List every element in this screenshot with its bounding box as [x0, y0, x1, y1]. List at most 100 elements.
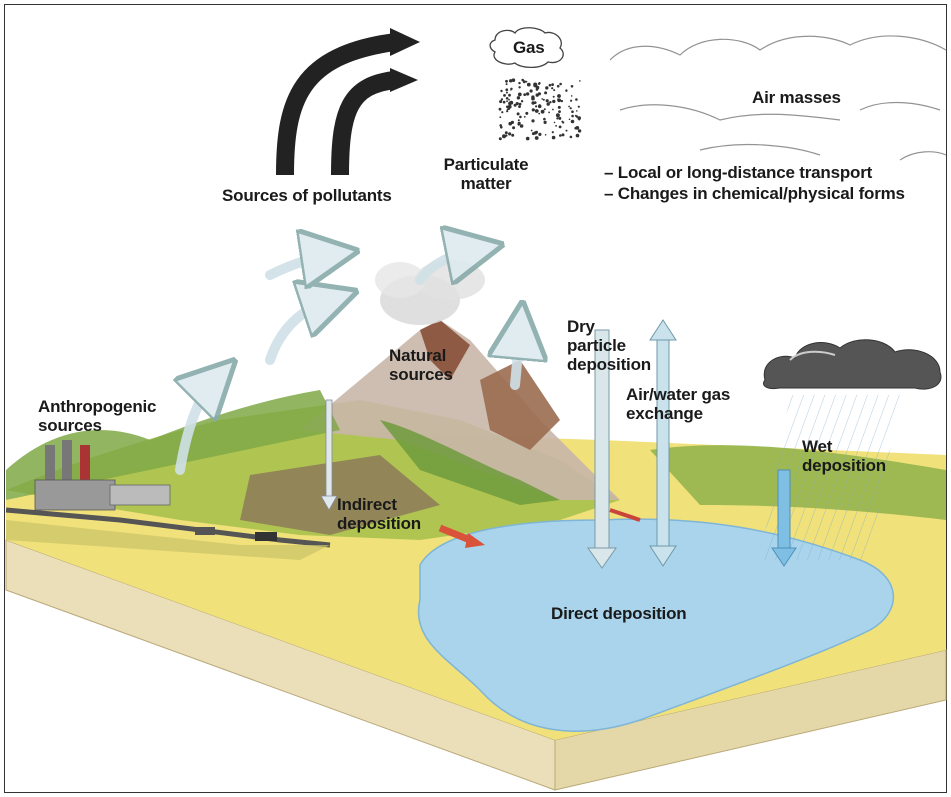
particle-dot — [518, 102, 522, 106]
particle-dot — [568, 105, 570, 108]
particle-dot — [558, 110, 561, 113]
particle-dot — [505, 91, 508, 94]
particle-dot — [544, 134, 547, 136]
particle-dot — [575, 126, 580, 130]
sources-arrows — [276, 33, 397, 176]
particle-dot — [535, 93, 539, 97]
particle-dot — [547, 102, 550, 104]
particle-dot — [534, 109, 539, 113]
particle-dot — [523, 93, 527, 96]
particle-dot — [565, 129, 568, 132]
particle-dot — [571, 114, 574, 118]
particle-dot — [505, 88, 509, 92]
particle-dot — [504, 131, 508, 135]
particle-dot — [545, 86, 549, 90]
particle-dot — [517, 92, 522, 97]
particle-dot — [500, 98, 504, 101]
particle-dot — [565, 89, 568, 92]
particle-dot — [543, 108, 546, 111]
particle-dot — [551, 131, 554, 134]
gas-label: Gas — [513, 38, 545, 57]
particle-dot — [544, 91, 548, 95]
particle-dot — [560, 99, 563, 103]
anthropogenic-sources-label: Anthropogenic sources — [38, 397, 157, 435]
particulate-dots — [498, 78, 582, 141]
particle-dot — [538, 112, 541, 115]
dry-particle-deposition-label: Dry particle deposition — [567, 317, 651, 374]
particle-dot — [543, 117, 546, 121]
particle-dot — [559, 134, 562, 137]
particle-dot — [551, 135, 556, 140]
particle-dot — [519, 115, 522, 119]
particle-dot — [551, 87, 554, 90]
particle-dot — [499, 100, 503, 104]
particle-dot — [559, 82, 562, 86]
particle-dot — [552, 95, 555, 98]
particle-dot — [535, 131, 538, 133]
particle-dot — [570, 85, 574, 88]
particle-dot — [557, 94, 561, 98]
particle-dot — [558, 125, 562, 129]
particle-dot — [502, 100, 506, 104]
particle-dot — [545, 99, 549, 103]
particle-dot — [522, 80, 526, 84]
sources-of-pollutants-label: Sources of pollutants — [222, 186, 392, 205]
particle-dot — [542, 98, 545, 101]
particle-dot — [557, 98, 559, 100]
particle-dot — [552, 99, 556, 104]
gas-exchange-arrow — [649, 319, 677, 567]
particle-dot — [548, 83, 552, 87]
factory — [34, 440, 171, 511]
particle-dot — [543, 120, 547, 124]
particle-dot — [551, 83, 554, 86]
changes-bullet: – Changes in chemical/physical forms — [604, 184, 905, 203]
particle-dot — [505, 97, 509, 100]
dry-deposition-arrow — [587, 329, 617, 569]
particle-dot — [575, 98, 578, 101]
particle-dot — [516, 112, 520, 116]
particle-dot — [579, 80, 581, 82]
particle-dot — [533, 82, 538, 87]
particle-dot — [548, 111, 550, 114]
particle-dot — [561, 120, 564, 123]
particle-dot — [557, 105, 561, 109]
particle-dot — [499, 116, 502, 119]
particle-dot — [575, 133, 580, 138]
particle-dot — [500, 89, 503, 93]
particle-dot — [569, 107, 572, 110]
particle-dot — [518, 81, 521, 85]
particle-dot — [570, 95, 573, 97]
particle-dot — [535, 88, 539, 91]
changes-bullet-text: Changes in chemical/physical forms — [617, 184, 905, 203]
diagram-frame — [4, 4, 947, 793]
particle-dot — [502, 134, 506, 139]
particle-dot — [520, 100, 524, 103]
particle-dot — [577, 129, 582, 133]
particle-dot — [553, 121, 556, 124]
gas-cloud — [489, 27, 564, 69]
air-water-gas-exchange-label: Air/water gas exchange — [626, 385, 731, 423]
particle-dot — [531, 108, 535, 112]
natural-sources-label: Natural sources — [389, 346, 453, 384]
particle-dot — [509, 100, 514, 105]
particle-dot — [506, 105, 509, 109]
particle-dot — [505, 83, 508, 86]
particle-dot — [509, 79, 513, 83]
particle-dot — [525, 92, 530, 96]
block-right-side — [554, 649, 947, 791]
particle-dot — [505, 134, 508, 137]
particle-dot — [501, 111, 504, 114]
particle-dot — [553, 89, 556, 92]
particle-dot — [569, 135, 573, 139]
particle-dot — [531, 96, 535, 101]
particle-dot — [523, 116, 526, 118]
particle-dot — [558, 116, 562, 120]
particle-dot — [555, 125, 557, 127]
particle-dot — [525, 80, 528, 83]
particle-dot — [519, 124, 524, 128]
particle-dot — [549, 101, 552, 104]
emission-arrows — [180, 250, 520, 475]
particle-dot — [526, 82, 531, 87]
particle-dot — [570, 119, 575, 124]
air-masses-label: Air masses — [752, 88, 841, 107]
